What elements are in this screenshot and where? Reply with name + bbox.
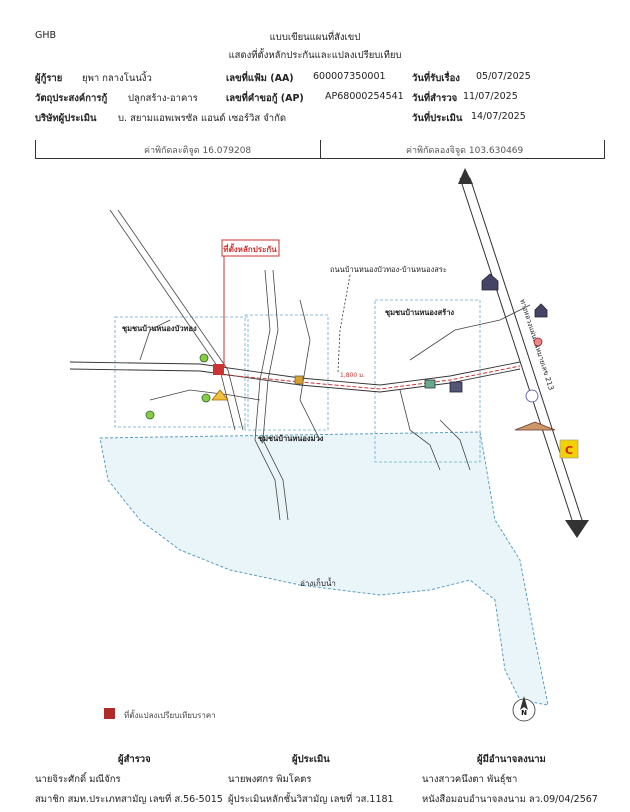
appraiser-name: นายพงศกร พิมโคตร: [228, 774, 312, 785]
collateral-label: ที่ตั้งหลักประกัน: [223, 243, 277, 254]
document-subtitle: แสดงที่ตั้งหลักประกันและแปลงเปรียบเทียบ: [228, 50, 402, 61]
highway-arrow-south: [565, 520, 589, 538]
road-name-label: ถนนบ้านหนองบัวทอง-บ้านหนองสระ: [330, 265, 447, 274]
appraisal-date-label: วันที่ประเมิน: [412, 113, 463, 124]
highway-arrow-north: [458, 168, 473, 184]
longitude-text: ค่าพิกัดลองจิจูด 103.630469: [406, 146, 524, 156]
surveyor-role: ผู้สำรวจ: [118, 754, 151, 765]
surveyor-detail: สมาชิก สมท.ประเภทสามัญ เลขที่ ส.56-5015: [35, 794, 223, 805]
coordinate-bar: ค่าพิกัดละติจูด 16.079208 ค่าพิกัดลองจิจ…: [35, 140, 605, 159]
appraiser-role: ผู้ประเมิน: [292, 754, 330, 765]
borrower-label: ผู้กู้ราย: [35, 73, 63, 84]
north-letter: N: [521, 709, 527, 717]
survey-date-value: 11/07/2025: [463, 91, 518, 102]
received-date-label: วันที่รับเรื่อง: [412, 73, 460, 84]
document-code: GHB: [35, 30, 57, 41]
collateral-label-box: [221, 239, 280, 257]
distance-label: 1,800 ม.: [340, 372, 365, 379]
purpose-value: ปลูกสร้าง-อาคาร: [128, 93, 198, 104]
survey-date-label: วันที่สำรวจ: [412, 93, 458, 104]
file-no-label: เลขที่แฟ้ม (AA): [226, 73, 294, 84]
main-road: [69, 361, 521, 393]
landmark-icons: C: [145, 273, 579, 459]
file-no-value: 600007350001: [313, 71, 386, 82]
authorized-detail: หนังสือมอบอำนาจลงนาม ลว.09/04/2567: [422, 794, 598, 805]
appraiser-company-label: บริษัทผู้ประเมิน: [35, 113, 97, 124]
borrower-value: ยุพา กลางโนนงิ้ว: [82, 73, 152, 84]
appraiser-detail: ผู้ประเมินหลักชั้นวิสามัญ เลขที่ วส.1181: [228, 794, 394, 805]
appraisal-date-value: 14/07/2025: [471, 111, 526, 122]
authorized-role: ผู้มีอำนาจลงนาม: [477, 754, 546, 765]
purpose-label: วัตถุประสงค์การกู้: [35, 93, 108, 104]
village-label-2: ชุมชนบ้านหนองสร้าง: [385, 308, 454, 317]
received-date-value: 05/07/2025: [476, 71, 531, 82]
request-no-value: AP68000254541: [325, 91, 404, 102]
reservoir-area: [99, 431, 549, 706]
village-box-3: [244, 314, 329, 431]
latitude-text: ค่าพิกัดละติจูด 16.079208: [144, 146, 252, 156]
reservoir-label: อ่างเก็บน้ำ: [300, 577, 336, 588]
village-box-1: [114, 316, 249, 428]
request-no-label: เลขที่คำขอกู้ (AP): [226, 93, 304, 104]
surveyor-name: นายจิระศักดิ์ มณีจักร: [35, 774, 121, 785]
legend-comparison-swatch: [104, 708, 115, 719]
document-title: แบบเขียนแผนที่สังเขป: [269, 32, 361, 43]
village-label-1: ชุมชนบ้านหนองบัวทอง: [122, 324, 197, 333]
sketch-map: ที่ตั้งหลักประกัน ถนนบ้านหนองบัวทอง-บ้าน…: [69, 168, 589, 722]
appraiser-company-value: บ. สยามแอพเพรซัล แอนด์ เซอร์วิส จำกัด: [118, 113, 287, 124]
coordinate-divider: [320, 140, 321, 159]
village-box-2: [374, 299, 481, 463]
svg-text:C: C: [565, 444, 573, 457]
highway-213: [459, 177, 583, 521]
village-label-3: ชุมชนบ้านหนองม่วง: [258, 434, 324, 443]
north-arrow-icon: N: [512, 696, 536, 722]
authorized-name: นางสาวคนึงตา พันธุ์ชา: [422, 774, 518, 785]
legend-comparison-label: ที่ตั้งแปลงเปรียบเทียบราคา: [124, 711, 216, 720]
route-to-collateral: [214, 365, 521, 390]
collateral-marker: [213, 364, 224, 375]
